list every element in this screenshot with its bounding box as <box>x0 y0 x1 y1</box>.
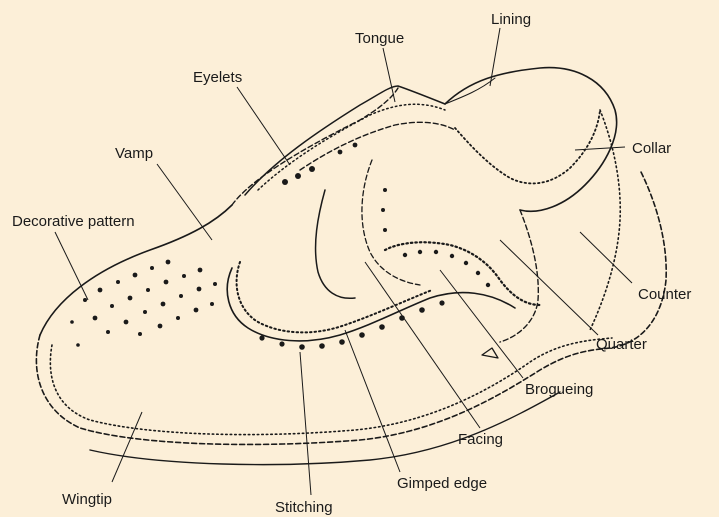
leader-tongue <box>383 48 395 102</box>
gimped-edge-line <box>237 262 432 332</box>
sole-edge <box>90 392 560 465</box>
brogueing-curve <box>385 242 540 305</box>
label-collar: Collar <box>632 140 671 157</box>
lining-thread <box>445 78 495 104</box>
leader-decorative-pattern <box>55 232 88 300</box>
sole-outline <box>36 170 666 444</box>
leader-lining <box>490 28 500 86</box>
label-decorative-pattern: Decorative pattern <box>12 213 135 230</box>
counter-back <box>590 110 620 330</box>
leader-brogueing <box>440 270 523 378</box>
collar-inner <box>455 110 600 183</box>
quarter-brogue-holes <box>381 188 490 287</box>
decorative-pattern-holes <box>70 260 217 347</box>
label-counter: Counter <box>638 286 691 303</box>
label-stitching: Stitching <box>275 499 333 516</box>
brogue-holes <box>259 300 444 349</box>
leader-wingtip <box>112 412 142 482</box>
wingtip-line <box>227 268 515 341</box>
leader-vamp <box>157 164 212 240</box>
shoe-illustration <box>36 68 666 465</box>
eyelet-holes <box>282 143 357 185</box>
tongue-shape <box>245 86 445 195</box>
facing-stitch <box>362 160 420 285</box>
leader-facing <box>365 262 480 428</box>
leader-lines <box>55 28 632 495</box>
leader-quarter <box>500 240 598 335</box>
label-tongue: Tongue <box>355 30 404 47</box>
label-wingtip: Wingtip <box>62 491 112 508</box>
label-gimped-edge: Gimped edge <box>397 475 487 492</box>
label-eyelets: Eyelets <box>193 69 242 86</box>
label-vamp: Vamp <box>115 145 153 162</box>
tongue-stitch <box>258 104 445 190</box>
leader-counter <box>580 232 632 283</box>
facing-panel <box>316 190 355 298</box>
label-brogueing: Brogueing <box>525 381 593 398</box>
label-lining: Lining <box>491 11 531 28</box>
heel-mark <box>482 348 498 358</box>
counter-seam <box>500 210 538 342</box>
leader-collar <box>575 147 625 150</box>
label-quarter: Quarter <box>596 336 647 353</box>
label-facing: Facing <box>458 431 503 448</box>
leader-gimped-edge <box>345 330 400 472</box>
leader-stitching <box>300 352 311 495</box>
leader-eyelets <box>237 87 290 165</box>
